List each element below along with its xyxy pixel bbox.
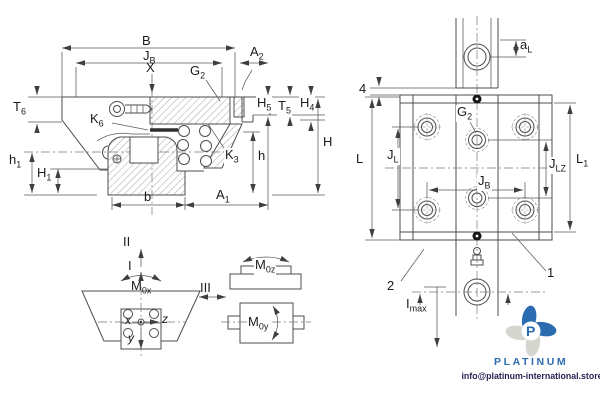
moment-label-m0y: M0y	[247, 314, 270, 332]
dim-label-h1-cap: H1	[37, 165, 52, 183]
cross-section-view	[24, 45, 325, 215]
dim-label-b: B	[142, 33, 151, 48]
dim-label-t6: T6	[13, 99, 26, 117]
dim-label-b-low: b	[144, 189, 152, 204]
dim-label-h4: H4	[299, 95, 316, 113]
dim-label-g2: G2	[190, 63, 206, 81]
dim-label-jl: JL	[386, 147, 400, 165]
logo-letter-p: P	[526, 323, 536, 339]
axis-label-x: x	[125, 313, 131, 327]
dim-label-g2-top: G2	[456, 104, 474, 122]
dim-label-h: h	[257, 149, 267, 166]
dim-label-x: X	[146, 60, 155, 75]
axis-label-y: y	[128, 331, 134, 345]
dim-label-h1-low: h1	[9, 152, 22, 170]
moment-label-m0z: M0z	[254, 257, 277, 275]
dim-label-a2: A2	[250, 44, 264, 62]
logo-wordmark: PLATINUM	[494, 356, 569, 368]
top-view	[365, 16, 576, 347]
dim-label-k6: K6	[89, 111, 105, 129]
dim-label-h-cap: H	[323, 134, 333, 149]
callout-2: 2	[387, 278, 395, 293]
dim-label-l1: L1	[575, 151, 590, 169]
dim-label-t5: T5	[277, 98, 292, 116]
load-label-i: I	[128, 258, 132, 273]
dim-label-k3: K3	[224, 147, 240, 165]
moment-label-m0x: M0x	[131, 278, 152, 296]
axis-label-z: z	[162, 312, 168, 326]
platinum-logo-icon	[505, 305, 557, 357]
dim-label-a1: A1	[216, 187, 230, 205]
contact-email: info@platinum-international.store	[461, 371, 600, 381]
dim-label-al: aL	[520, 37, 533, 55]
dim-label-jlz: JLZ	[548, 156, 568, 174]
moment-diagrams	[81, 249, 311, 356]
dim-label-jb: JB	[143, 48, 156, 66]
dim-label-imax: Imax	[406, 296, 427, 314]
dim-label-jb-top: JB	[477, 173, 492, 191]
dim-label-4: 4	[359, 81, 367, 96]
dim-label-h5: H5	[256, 95, 273, 113]
load-label-ii: II	[123, 234, 131, 249]
load-label-iii: III	[200, 280, 211, 295]
callout-1: 1	[547, 265, 555, 280]
dim-label-l: L	[356, 151, 364, 166]
